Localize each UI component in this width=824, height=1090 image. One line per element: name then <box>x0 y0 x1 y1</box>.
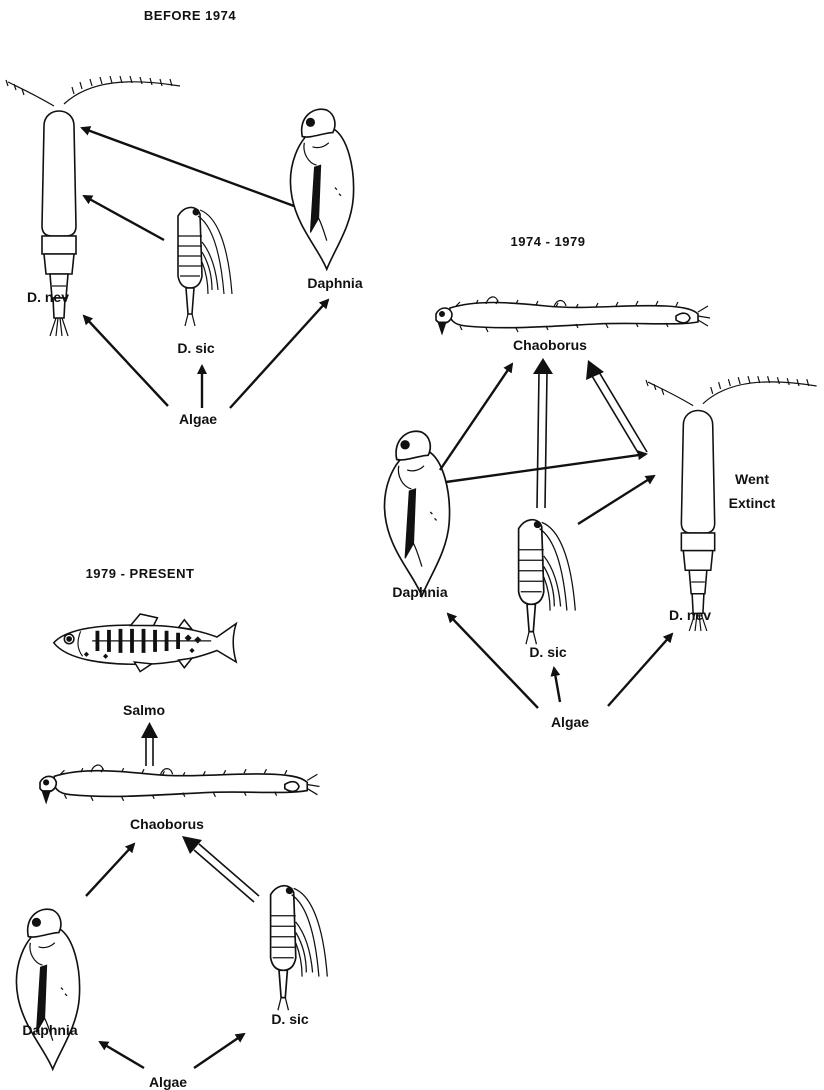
daphnia-icon <box>16 909 79 1069</box>
label-daphnia: Daphnia <box>392 584 447 600</box>
arrow-daphnia-to-chaoborus <box>440 364 512 470</box>
panel-title: 1979 - PRESENT <box>86 566 195 581</box>
arrow-algae-to-dsic <box>554 668 560 702</box>
label-chaoborus: Chaoborus <box>513 337 587 353</box>
d-sic-copepod-icon <box>178 207 232 326</box>
label-d-sic: D. sic <box>271 1011 309 1027</box>
label-d-sic: D. sic <box>529 644 567 660</box>
label-salmo: Salmo <box>123 702 165 718</box>
panel-title: 1974 - 1979 <box>511 234 586 249</box>
arrow-dsic-to-dnev <box>84 196 164 240</box>
daphnia-icon <box>290 109 353 269</box>
label-algae: Algae <box>551 714 589 730</box>
arrow-algae-to-dnev <box>84 316 168 406</box>
arrow-algae-to-daphnia <box>230 300 328 408</box>
label-chaoborus: Chaoborus <box>130 816 204 832</box>
label-algae: Algae <box>179 411 217 427</box>
double-arrow-dsic-to-chaoborus <box>182 836 259 902</box>
chaoborus-larva-icon <box>40 765 319 803</box>
panel-1979-present: 1979 - PRESENT Salmo Chaoborus Daphnia D… <box>16 566 327 1090</box>
label-daphnia: Daphnia <box>307 275 362 291</box>
panel-title: BEFORE 1974 <box>144 8 236 23</box>
arrow-algae-to-dsic <box>194 1034 244 1068</box>
double-arrow-dnev-to-chaoborus <box>586 360 647 456</box>
panel-before-1974: BEFORE 1974 D. nev Daphnia D. sic Algae <box>6 8 363 427</box>
label-d-nev: D. nev <box>27 289 69 305</box>
arrow-dsic-to-dnev <box>578 476 654 524</box>
label-extinct: Extinct <box>729 495 776 511</box>
label-d-sic: D. sic <box>177 340 215 356</box>
label-d-nev: D. nev <box>669 607 711 623</box>
arrow-daphnia-to-dnev <box>82 128 294 206</box>
daphnia-icon <box>385 431 450 596</box>
label-daphnia: Daphnia <box>22 1022 77 1038</box>
salmo-fish-icon <box>54 614 236 672</box>
d-sic-copepod-icon <box>271 886 328 1011</box>
d-sic-copepod-icon <box>519 520 576 645</box>
arrow-algae-to-daphnia <box>100 1042 144 1068</box>
arrow-daphnia-to-chaoborus <box>86 844 134 896</box>
chaoborus-larva-icon <box>436 297 710 334</box>
double-arrow-chaoborus-to-salmo <box>141 722 158 766</box>
label-algae: Algae <box>149 1074 187 1090</box>
label-went: Went <box>735 471 769 487</box>
arrow-algae-to-dnev <box>608 634 672 706</box>
double-arrow-dsic-to-chaoborus <box>533 358 553 508</box>
panel-1974-1979: 1974 - 1979 Chaoborus Went Extinct Daphn… <box>385 234 817 730</box>
arrow-algae-to-daphnia <box>448 614 538 708</box>
